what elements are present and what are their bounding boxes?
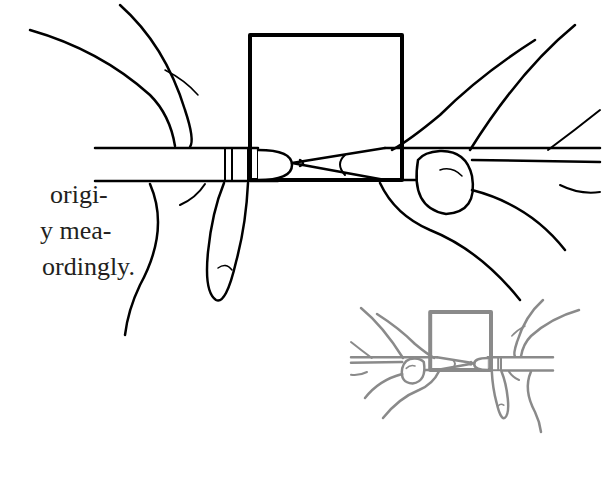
text-fragment: y mea- — [40, 216, 111, 246]
hands-measuring-square — [30, 5, 600, 335]
text-fragment: ordingly. — [42, 252, 135, 282]
text-fragment: origi- — [50, 180, 108, 210]
mirrored-small-view — [351, 300, 579, 432]
